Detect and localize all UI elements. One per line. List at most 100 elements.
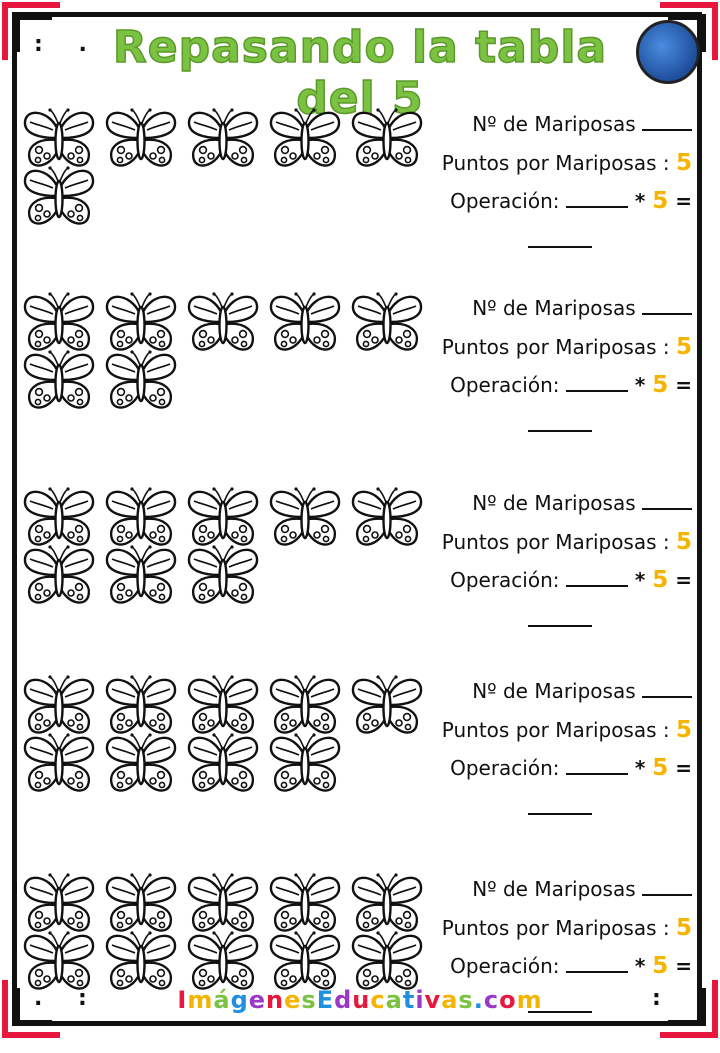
operation-blank[interactable]	[565, 773, 628, 775]
butterfly-count-label: Nº de Mariposas	[472, 679, 642, 703]
operation-label: Operación:	[450, 189, 566, 213]
butterfly-icon	[104, 733, 178, 795]
exercise-section: Nº de Mariposas Puntos por Mariposas : 5…	[20, 108, 700, 288]
butterfly-icon	[268, 108, 342, 170]
butterfly-count-label: Nº de Mariposas	[472, 877, 642, 901]
butterfly-count-line: Nº de Mariposas	[472, 112, 692, 136]
butterfly-icon	[104, 675, 178, 737]
butterfly-icon	[22, 733, 96, 795]
multiply-sign: *	[627, 756, 653, 780]
answer-blank[interactable]	[528, 1011, 592, 1013]
multiply-sign: *	[627, 568, 653, 592]
butterfly-count-label: Nº de Mariposas	[472, 112, 642, 136]
operation-blank[interactable]	[565, 206, 628, 208]
butterfly-icon	[22, 292, 96, 354]
equals-sign: =	[668, 373, 692, 397]
operation-factor: 5	[652, 188, 669, 214]
butterfly-icon	[22, 931, 96, 993]
points-line: Puntos por Mariposas : 5	[442, 529, 692, 555]
dots-bottom-right: : .	[652, 986, 719, 1011]
operation-line: Operación: * 5 =	[450, 372, 692, 398]
points-label: Puntos por Mariposas :	[441, 916, 676, 940]
multiply-sign: *	[627, 373, 653, 397]
operation-blank[interactable]	[565, 971, 628, 973]
points-line: Puntos por Mariposas : 5	[442, 717, 692, 743]
corner-decoration-bottom-right	[660, 980, 718, 1038]
operation-factor: 5	[652, 755, 669, 781]
answer-blank[interactable]	[528, 813, 592, 815]
butterfly-icon	[186, 545, 260, 607]
equals-sign: =	[668, 568, 692, 592]
answer-blank[interactable]	[528, 246, 592, 248]
operation-label: Operación:	[450, 568, 566, 592]
butterfly-icon	[268, 873, 342, 935]
butterfly-icon	[350, 292, 424, 354]
butterfly-count-blank[interactable]	[642, 696, 692, 698]
butterfly-count-blank[interactable]	[642, 129, 692, 131]
footer-site-name: ImágenesEducativas.com	[177, 986, 543, 1014]
butterfly-icon	[268, 931, 342, 993]
operation-blank[interactable]	[565, 390, 628, 392]
operation-factor: 5	[652, 953, 669, 979]
butterfly-count-line: Nº de Mariposas	[472, 296, 692, 320]
butterfly-icon	[186, 487, 260, 549]
butterfly-icon	[186, 873, 260, 935]
butterfly-icon	[350, 487, 424, 549]
butterfly-count-line: Nº de Mariposas	[472, 491, 692, 515]
butterfly-icon	[186, 733, 260, 795]
butterfly-icon	[268, 733, 342, 795]
answer-blank[interactable]	[528, 625, 592, 627]
operation-factor: 5	[652, 567, 669, 593]
butterfly-icon	[350, 675, 424, 737]
equals-sign: =	[668, 756, 692, 780]
points-line: Puntos por Mariposas : 5	[442, 915, 692, 941]
butterfly-icon	[186, 675, 260, 737]
butterfly-count-line: Nº de Mariposas	[472, 679, 692, 703]
multiply-sign: *	[627, 189, 653, 213]
points-value: 5	[675, 717, 692, 743]
operation-label: Operación:	[450, 954, 566, 978]
points-label: Puntos por Mariposas :	[441, 530, 676, 554]
butterfly-icon	[104, 350, 178, 412]
butterfly-icon	[350, 873, 424, 935]
butterfly-icon	[186, 292, 260, 354]
points-line: Puntos por Mariposas : 5	[442, 334, 692, 360]
points-value: 5	[675, 334, 692, 360]
corner-inner-bottom-left	[14, 988, 52, 1026]
points-label: Puntos por Mariposas :	[441, 335, 676, 359]
points-line: Puntos por Mariposas : 5	[442, 150, 692, 176]
exercise-section: Nº de Mariposas Puntos por Mariposas : 5…	[20, 292, 700, 472]
butterfly-icon	[22, 675, 96, 737]
butterfly-icon	[22, 350, 96, 412]
butterfly-icon	[22, 108, 96, 170]
corner-inner-top-right	[668, 14, 706, 52]
corner-decoration-top-left	[2, 2, 60, 60]
butterfly-icon	[22, 487, 96, 549]
exercise-section: Nº de Mariposas Puntos por Mariposas : 5…	[20, 487, 700, 667]
butterfly-count-blank[interactable]	[642, 508, 692, 510]
points-value: 5	[675, 915, 692, 941]
operation-blank[interactable]	[565, 585, 628, 587]
butterfly-icon	[104, 931, 178, 993]
multiply-sign: *	[627, 954, 653, 978]
butterfly-icon	[268, 487, 342, 549]
exercise-section: Nº de Mariposas Puntos por Mariposas : 5…	[20, 873, 700, 1053]
butterfly-icon	[268, 675, 342, 737]
butterfly-icon	[22, 873, 96, 935]
dots-bottom-left: . :	[34, 986, 101, 1011]
operation-line: Operación: * 5 =	[450, 188, 692, 214]
butterfly-icon	[104, 108, 178, 170]
points-label: Puntos por Mariposas :	[441, 151, 676, 175]
operation-label: Operación:	[450, 756, 566, 780]
butterfly-icon	[104, 873, 178, 935]
corner-decoration-top-right	[660, 2, 718, 60]
butterfly-count-blank[interactable]	[642, 313, 692, 315]
points-value: 5	[675, 150, 692, 176]
butterfly-count-label: Nº de Mariposas	[472, 296, 642, 320]
answer-blank[interactable]	[528, 430, 592, 432]
butterfly-count-blank[interactable]	[642, 894, 692, 896]
butterfly-icon	[104, 292, 178, 354]
points-value: 5	[675, 529, 692, 555]
butterfly-count-label: Nº de Mariposas	[472, 491, 642, 515]
